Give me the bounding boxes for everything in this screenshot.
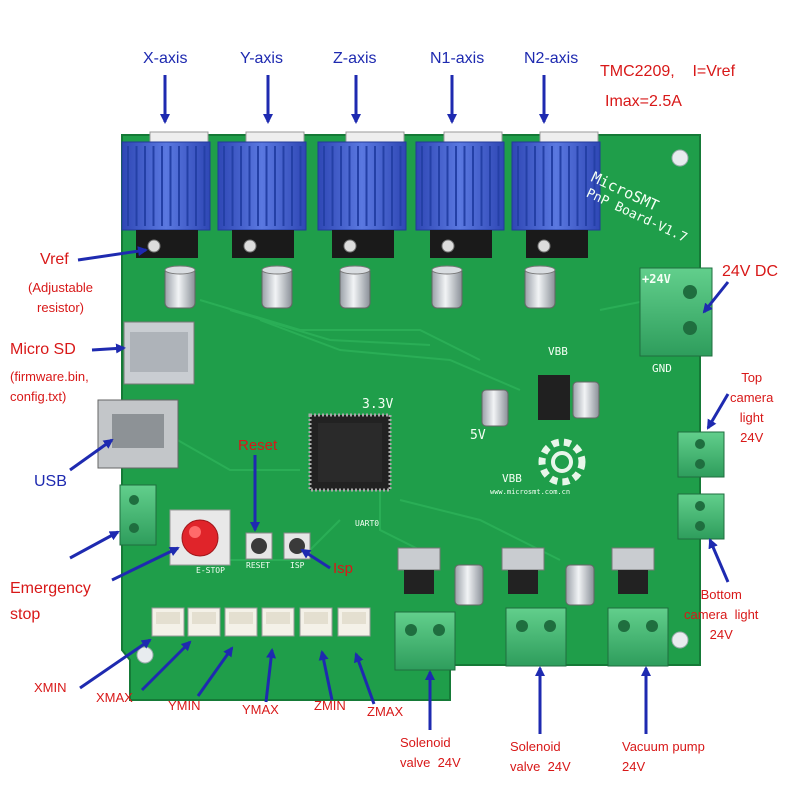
top-camera-terminal	[677, 431, 725, 478]
driver-module-3	[317, 131, 407, 258]
pcb-label-gnd: GND	[652, 362, 672, 375]
driver-module-2	[217, 131, 307, 258]
driver-module-5	[511, 131, 601, 258]
label-solenoid-2: Solenoid valve 24V	[510, 739, 571, 775]
pcb-label-24v: +24V	[642, 272, 671, 286]
micro-sd-slot	[123, 321, 195, 385]
arrow-zmax	[354, 652, 376, 705]
power-capacitors	[454, 375, 600, 606]
label-y-axis: Y-axis	[240, 50, 283, 67]
endstop-connector-3	[224, 607, 258, 637]
label-isp: Isp	[333, 560, 354, 577]
gear-logo-icon	[538, 438, 586, 486]
endstop-connectors	[151, 607, 371, 637]
label-xmax: XMAX	[96, 690, 133, 705]
pcb-label-5v: 5V	[470, 428, 486, 443]
arrow-zmin	[318, 650, 334, 701]
arrow-isp	[300, 548, 331, 570]
pcb-label-vbb-2: VBB	[502, 472, 522, 485]
endstop-connector-1	[151, 607, 185, 637]
pcb-label-reset: RESET	[246, 561, 271, 570]
reset-button-hw	[245, 532, 273, 560]
arrow-xmax	[140, 640, 192, 692]
driver-capacitor-2	[261, 265, 293, 309]
pcb-label-uart: UART0	[355, 519, 380, 528]
endstop-connector-2	[187, 607, 221, 637]
pcb-label-vbb-1: VBB	[548, 345, 568, 358]
emergency-stop-switch	[169, 509, 231, 566]
arrow-dc24	[702, 281, 730, 314]
label-reset: Reset	[238, 437, 278, 454]
label-solenoid-1: Solenoid valve 24V	[400, 735, 461, 771]
estop-terminal	[119, 484, 157, 546]
driver-capacitor-3	[339, 265, 371, 309]
label-ymin: YMIN	[168, 698, 201, 713]
arrow-emergency	[111, 546, 180, 582]
pcb-label-3v3: 3.3V	[362, 397, 394, 412]
label-micro-sd-note: (firmware.bin, config.txt)	[10, 369, 89, 405]
mosfet-3	[611, 547, 655, 594]
pcb-label-estop: E-STOP	[196, 566, 225, 575]
bottom-camera-terminal	[677, 493, 725, 540]
label-24v-dc: 24V DC	[722, 263, 779, 280]
mosfet-2	[501, 547, 545, 594]
label-driver-imax: Imax=2.5A	[605, 93, 682, 110]
arrow-bottom-camera	[708, 538, 730, 583]
label-zmin: ZMIN	[314, 698, 346, 713]
label-vref: Vref	[40, 251, 69, 268]
output-terminals	[394, 607, 669, 671]
arrow-usb	[69, 438, 114, 472]
mosfet-1	[397, 547, 441, 594]
dc24-terminal	[639, 267, 713, 357]
driver-capacitor-5	[524, 265, 556, 309]
arrow-estop-terminal	[69, 530, 120, 560]
label-n1-axis: N1-axis	[430, 50, 485, 67]
label-driver-spec: TMC2209, I=Vref	[600, 63, 736, 80]
mcu-chip	[308, 413, 392, 492]
endstop-connector-5	[299, 607, 333, 637]
arrow-ymax	[264, 648, 277, 703]
label-vref-note: (Adjustable resistor)	[28, 280, 94, 316]
label-xmin: XMIN	[34, 680, 67, 695]
label-usb: USB	[34, 473, 67, 490]
label-z-axis: Z-axis	[333, 50, 377, 67]
label-bottom-camera: Bottom camera light 24V	[684, 587, 759, 643]
endstop-connector-4	[261, 607, 295, 637]
usb-port	[97, 399, 179, 469]
vacuum-terminal	[607, 607, 669, 667]
mosfets	[397, 547, 655, 594]
capacitors	[164, 265, 556, 309]
arrow-xmin	[79, 638, 152, 690]
isp-button-hw	[283, 532, 311, 560]
pcb-label-isp: ISP	[290, 561, 305, 570]
annotation-arrows	[69, 75, 730, 734]
arrow-ymin	[196, 646, 234, 697]
driver-capacitor-4	[431, 265, 463, 309]
label-ymax: YMAX	[242, 702, 279, 717]
label-top-camera: Top camera light 24V	[730, 370, 774, 446]
label-emergency-stop: Emergency stop	[10, 580, 91, 623]
arrow-top-camera	[706, 393, 730, 430]
label-n2-axis: N2-axis	[524, 50, 579, 67]
arrow-vref	[77, 246, 148, 262]
driver-module-4	[415, 131, 505, 258]
pcb-label-url: www.microsmt.com.cn	[490, 488, 571, 496]
driver-capacitor-1	[164, 265, 196, 309]
arrow-micro-sd	[91, 343, 126, 354]
label-micro-sd: Micro SD	[10, 341, 76, 358]
solenoid-terminal-2	[505, 607, 567, 667]
stepper-drivers	[121, 131, 601, 258]
label-zmax: ZMAX	[367, 704, 404, 719]
label-x-axis: X-axis	[143, 50, 188, 67]
label-vacuum-pump: Vacuum pump 24V	[622, 739, 705, 775]
solenoid-terminal-1	[394, 611, 456, 671]
endstop-connector-6	[337, 607, 371, 637]
